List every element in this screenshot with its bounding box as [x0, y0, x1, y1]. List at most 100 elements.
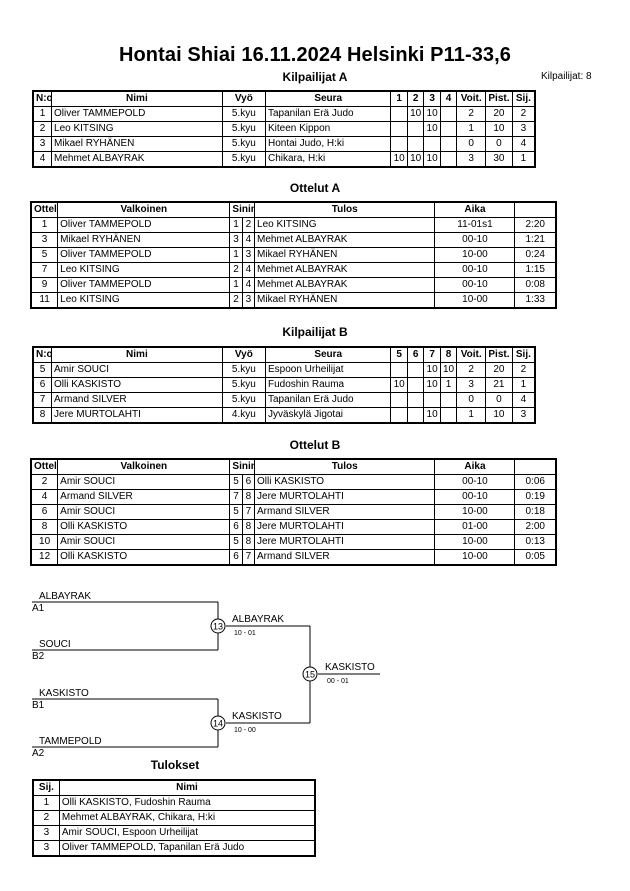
- table-cell: Oliver TAMMEPOLD, Tapanilan Erä Judo: [58, 840, 316, 857]
- table-cell: 3: [456, 377, 487, 393]
- table-cell: 5: [30, 247, 59, 263]
- table-cell: Oliver TAMMEPOLD: [57, 277, 231, 293]
- table-cell: Armand SILVER: [254, 549, 436, 566]
- table-cell: 10: [423, 362, 441, 378]
- matches-a-col-header: Ottelu: [30, 201, 59, 218]
- bracket-entry-4-seed: A2: [32, 748, 45, 759]
- bracket-entry-4-name: TAMMEPOLD: [39, 736, 102, 747]
- table-cell: 0:05: [514, 549, 557, 566]
- matches-b-col-header: Aika: [434, 458, 516, 475]
- table-cell: 8: [241, 519, 256, 535]
- table-cell: Amir SOUCI: [57, 474, 231, 490]
- table-cell: Amir SOUCI: [51, 362, 223, 378]
- pool-b-col-header: Voit.: [456, 346, 487, 363]
- table-cell: 10: [485, 407, 513, 424]
- table-cell: [423, 136, 441, 152]
- table-cell: Tapanilan Erä Judo: [264, 106, 392, 122]
- pool-a-col-header: Voit.: [456, 90, 487, 107]
- table-cell: 3: [32, 136, 53, 152]
- table-cell: [390, 106, 408, 122]
- pool-b-col-header: Sij.: [511, 346, 536, 363]
- table-cell: Mikael RYHÄNEN: [254, 292, 436, 309]
- table-cell: 1: [32, 795, 60, 811]
- table-cell: [406, 362, 425, 378]
- table-cell: 10: [423, 377, 441, 393]
- semi-2-number: 14: [213, 719, 223, 729]
- table-cell: [439, 392, 458, 408]
- table-cell: 11-01s1: [434, 217, 516, 233]
- table-cell: 5.kyu: [221, 136, 266, 152]
- competitor-count: Kilpailijat: 8: [541, 71, 592, 82]
- matches-a-table: OtteluValkoinenSininenTulosAika 1Oliver …: [30, 201, 557, 309]
- table-cell: 20: [485, 362, 513, 378]
- table-cell: [439, 151, 458, 168]
- table-cell: 10-00: [434, 549, 516, 566]
- matches-b-col-header: Sininen: [229, 458, 256, 475]
- matches-a-col-header: Aika: [434, 201, 516, 218]
- table-cell: 3: [32, 840, 60, 857]
- table-cell: 5.kyu: [221, 392, 266, 408]
- table-cell: Jere MURTOLAHTI: [254, 534, 436, 550]
- pool-a-title: Kilpailijat A: [282, 70, 348, 84]
- table-cell: 10: [30, 534, 59, 550]
- pool-a-col-header: 4: [439, 90, 458, 107]
- matches-b-header: OtteluValkoinenSininenTulosAika: [30, 458, 556, 475]
- pool-a-col-header: Nimi: [51, 90, 223, 107]
- table-cell: 5.kyu: [221, 151, 266, 168]
- semi-1-winner: ALBAYRAK: [232, 614, 284, 625]
- matches-b-title: Ottelut B: [289, 438, 341, 452]
- table-cell: 3: [241, 292, 256, 309]
- table-cell: 12: [30, 549, 59, 566]
- table-cell: [439, 407, 458, 424]
- results-header: Sij.Nimi: [32, 779, 316, 796]
- table-cell: 4: [241, 262, 256, 278]
- table-cell: 2: [511, 106, 536, 122]
- table-cell: 0:19: [514, 489, 557, 505]
- table-cell: Amir SOUCI: [57, 504, 231, 520]
- table-cell: 6: [30, 504, 59, 520]
- table-cell: 4: [241, 277, 256, 293]
- table-cell: 7: [30, 262, 59, 278]
- pool-a-col-header: N:o: [32, 90, 53, 107]
- table-cell: Armand SILVER: [57, 489, 231, 505]
- table-cell: 10-00: [434, 534, 516, 550]
- table-cell: Leo KITSING: [57, 262, 231, 278]
- pool-a-col-header: Sij.: [511, 90, 536, 107]
- table-cell: 3: [511, 121, 536, 137]
- table-cell: 2: [30, 474, 59, 490]
- final-winner: KASKISTO: [325, 662, 375, 673]
- table-cell: 7: [241, 504, 256, 520]
- table-cell: 4: [511, 392, 536, 408]
- table-cell: 3: [241, 247, 256, 263]
- pool-a-col-header: 2: [406, 90, 425, 107]
- table-cell: 7: [229, 489, 243, 505]
- table-cell: 10: [485, 121, 513, 137]
- table-cell: 10: [439, 362, 458, 378]
- table-cell: 5: [32, 362, 53, 378]
- table-cell: 2:00: [514, 519, 557, 535]
- results-col-header: Nimi: [58, 779, 316, 796]
- table-cell: 4.kyu: [221, 407, 266, 424]
- bracket: ALBAYRAK A1 SOUCI B2 KASKISTO B1 TAMMEPO…: [32, 591, 380, 759]
- matches-b-col-header: Ottelu: [30, 458, 59, 475]
- pool-b-col-header: 8: [439, 346, 458, 363]
- table-cell: Mikael RYHÄNEN: [57, 232, 231, 248]
- table-cell: Armand SILVER: [254, 504, 436, 520]
- table-cell: 3: [511, 407, 536, 424]
- table-cell: 5.kyu: [221, 106, 266, 122]
- table-cell: 0:18: [514, 504, 557, 520]
- matches-a-col-header: Valkoinen: [57, 201, 231, 218]
- table-cell: 10-00: [434, 292, 516, 309]
- table-cell: 6: [32, 377, 53, 393]
